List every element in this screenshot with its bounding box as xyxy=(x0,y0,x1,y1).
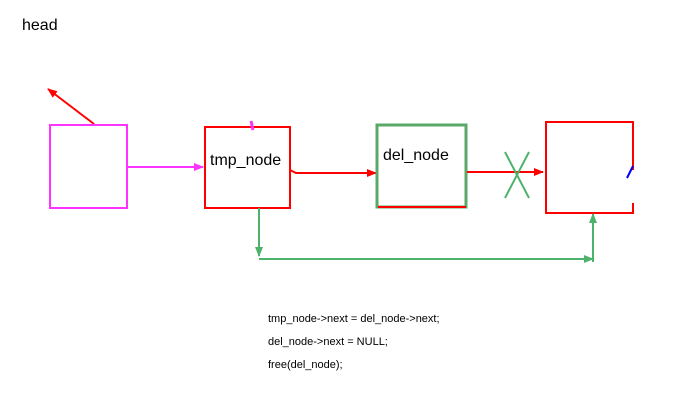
code-line-2: del_node->next = NULL; xyxy=(268,336,388,348)
head-label: head xyxy=(22,17,58,34)
next-node-box xyxy=(545,121,634,214)
code-line-1: tmp_node->next = del_node->next; xyxy=(268,313,440,325)
tmp-node-box xyxy=(204,126,291,209)
code-line-3: free(del_node); xyxy=(268,359,343,371)
tmp-node-label: tmp_node xyxy=(210,152,282,169)
head-pointer-arrow xyxy=(47,88,95,125)
tmp-to-del-arrow xyxy=(289,169,377,177)
tmp-node-top-mark xyxy=(249,120,255,131)
removed-link-mark-2 xyxy=(504,151,530,199)
next-node-blue-stub xyxy=(626,165,634,179)
del-node-box xyxy=(375,123,468,209)
del-node-label: del_node xyxy=(383,147,449,164)
head-node-box xyxy=(49,124,128,209)
